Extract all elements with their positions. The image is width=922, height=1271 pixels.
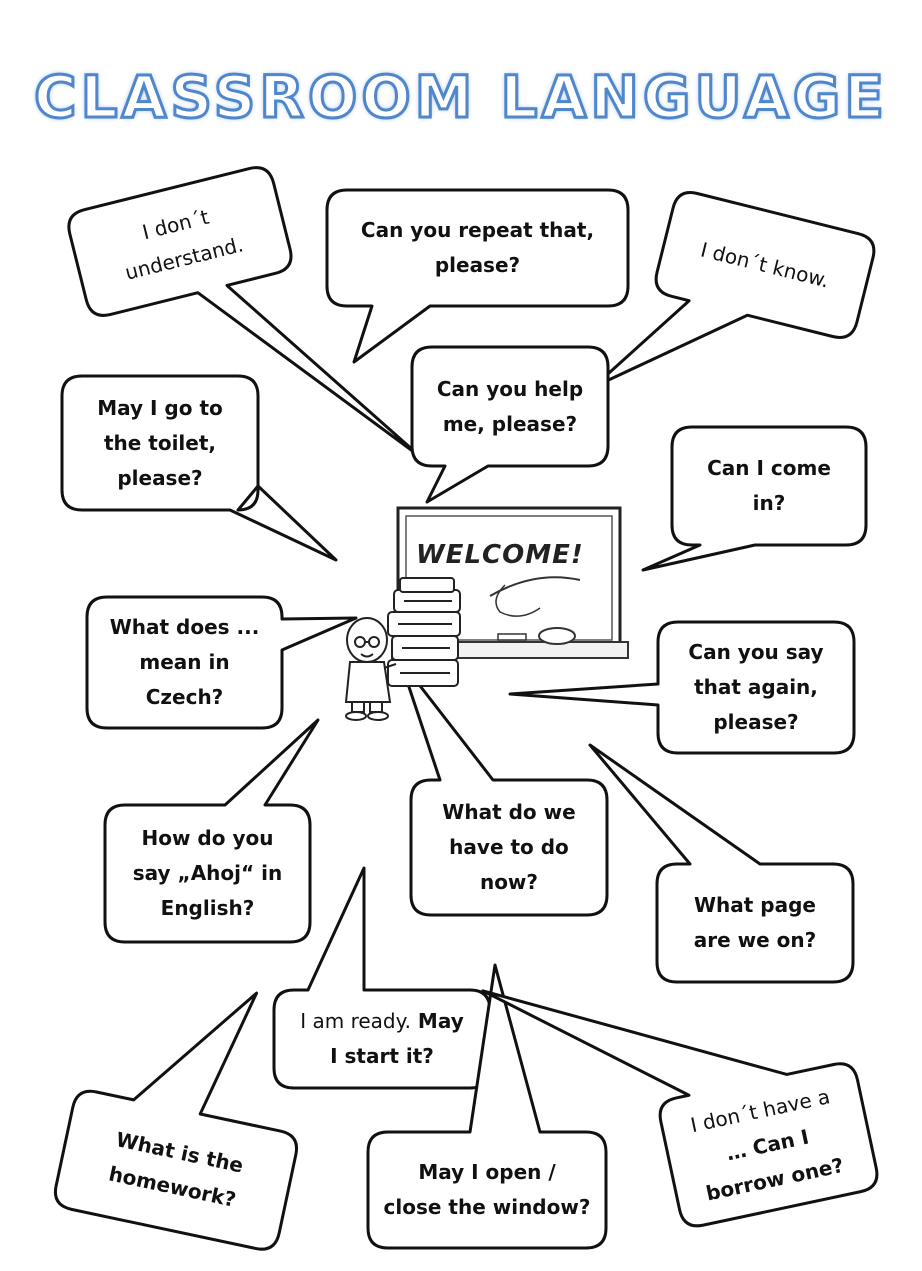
page-title: CLASSROOM LANGUAGE — [33, 62, 888, 133]
phrase-window: May I open / close the window? — [383, 1160, 591, 1219]
phrase-borrow-part1: I don´t have a — [688, 1083, 832, 1137]
bubble-repeat — [325, 188, 630, 364]
chalkboard-illustration: WELCOME! — [344, 506, 629, 721]
bubble-say-again — [508, 620, 856, 755]
phrase-repeat: Can you repeat that, please? — [360, 218, 595, 277]
bubble-ready — [272, 866, 492, 1090]
bubble-borrow — [481, 989, 879, 1228]
phrase-what-to-do: What do we have to do now? — [442, 800, 576, 894]
bubble-help-me — [410, 345, 610, 504]
bubble-toilet — [60, 374, 338, 562]
phrase-how-say: How do you say „Ahoj“ in English? — [132, 826, 283, 920]
bubble-what-to-do — [398, 658, 609, 917]
bubble-dont-understand — [67, 166, 423, 460]
bubble-window — [366, 963, 608, 1250]
phrase-borrow-part2: … Can I borrow one? — [703, 1124, 846, 1206]
bubble-what-does-mean — [85, 595, 358, 730]
bubble-what-page — [588, 743, 855, 984]
phrase-what-page: What page are we on? — [693, 893, 817, 952]
student-figure-icon — [344, 617, 397, 721]
phrase-say-again: Can you say that again, please? — [688, 640, 824, 734]
bubble-come-in — [641, 425, 868, 572]
phrase-ready-part1: I am ready. — [300, 1009, 411, 1033]
phrase-help-me: Can you help me, please? — [436, 376, 584, 436]
bubble-dont-know — [591, 191, 876, 389]
phrase-come-in: Can I come in? — [707, 456, 831, 515]
book-stack-icon — [387, 577, 461, 687]
bubble-how-say — [103, 718, 320, 944]
phrase-ready: I am ready. May I start it? — [274, 990, 490, 1088]
phrase-toilet: May I go to the toilet, please? — [97, 395, 223, 490]
bubble-homework — [53, 991, 298, 1251]
phrase-ready-part2: May I start it? — [330, 1009, 464, 1068]
board-welcome-text: WELCOME! — [416, 540, 584, 570]
phrase-what-does-mean: What does ... mean in Czech? — [109, 615, 260, 709]
